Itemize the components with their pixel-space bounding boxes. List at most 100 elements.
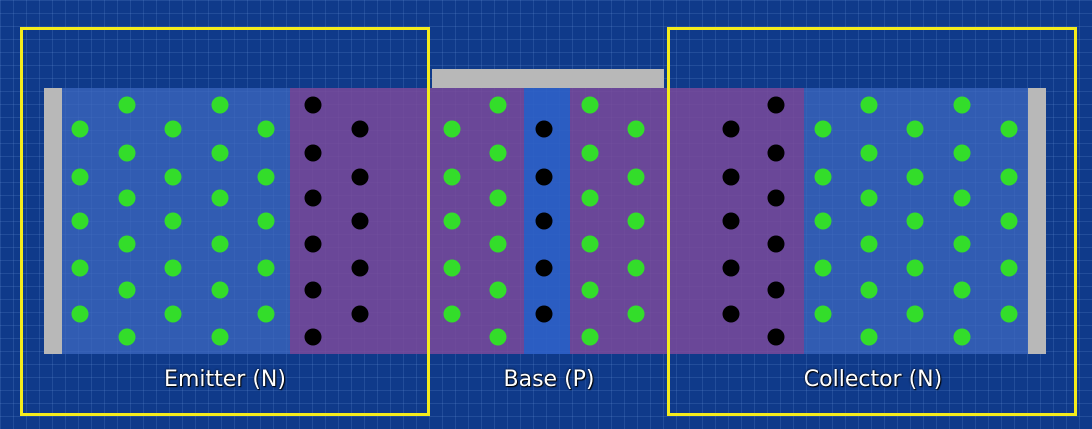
hole-dot (535, 168, 553, 186)
electron-dot (257, 212, 275, 230)
electron-dot (581, 189, 599, 207)
electron-dot (118, 189, 136, 207)
collector-label: Collector (N) (803, 367, 943, 392)
hole-dot (304, 189, 322, 207)
electron-dot (581, 235, 599, 253)
electron-dot (211, 235, 229, 253)
electron-dot (257, 168, 275, 186)
hole-dot (722, 212, 740, 230)
electron-dot (906, 212, 924, 230)
hole-dot (722, 120, 740, 138)
electron-dot (1000, 305, 1018, 323)
collector-contact (1028, 88, 1046, 354)
hole-dot (767, 189, 785, 207)
electron-dot (443, 305, 461, 323)
hole-dot (767, 96, 785, 114)
electron-dot (627, 305, 645, 323)
electron-dot (581, 328, 599, 346)
electron-dot (211, 281, 229, 299)
electron-dot (118, 96, 136, 114)
electron-dot (860, 328, 878, 346)
electron-dot (71, 259, 89, 277)
hole-dot (535, 212, 553, 230)
electron-dot (1000, 120, 1018, 138)
hole-dot (767, 144, 785, 162)
electron-dot (257, 305, 275, 323)
electron-dot (211, 328, 229, 346)
electron-dot (164, 120, 182, 138)
electron-dot (860, 96, 878, 114)
hole-dot (304, 144, 322, 162)
electron-dot (627, 259, 645, 277)
electron-dot (489, 189, 507, 207)
electron-dot (443, 120, 461, 138)
electron-dot (860, 189, 878, 207)
electron-dot (489, 235, 507, 253)
hole-dot (351, 305, 369, 323)
base-label: Base (P) (503, 367, 595, 392)
electron-dot (164, 259, 182, 277)
electron-dot (581, 281, 599, 299)
electron-dot (627, 168, 645, 186)
electron-dot (164, 212, 182, 230)
hole-dot (767, 281, 785, 299)
electron-dot (257, 259, 275, 277)
emitter-base-depletion-region (290, 88, 524, 354)
electron-dot (443, 212, 461, 230)
electron-dot (953, 144, 971, 162)
electron-dot (860, 281, 878, 299)
electron-dot (118, 235, 136, 253)
electron-dot (71, 120, 89, 138)
electron-dot (71, 168, 89, 186)
electron-dot (211, 144, 229, 162)
electron-dot (906, 305, 924, 323)
hole-dot (535, 120, 553, 138)
emitter-label: Emitter (N) (164, 367, 286, 392)
electron-dot (953, 235, 971, 253)
electron-dot (211, 96, 229, 114)
electron-dot (814, 305, 832, 323)
collector-frame (667, 27, 1077, 416)
electron-dot (164, 305, 182, 323)
emitter-contact (44, 88, 62, 354)
electron-dot (627, 120, 645, 138)
electron-dot (814, 212, 832, 230)
electron-dot (1000, 259, 1018, 277)
hole-dot (304, 96, 322, 114)
base-contact (432, 69, 664, 88)
electron-dot (1000, 212, 1018, 230)
hole-dot (767, 328, 785, 346)
electron-dot (581, 96, 599, 114)
electron-dot (164, 168, 182, 186)
electron-dot (489, 281, 507, 299)
electron-dot (814, 259, 832, 277)
electron-dot (489, 328, 507, 346)
electron-dot (906, 120, 924, 138)
electron-dot (953, 96, 971, 114)
carrier-dots (71, 96, 1018, 346)
hole-dot (351, 259, 369, 277)
electron-dot (953, 189, 971, 207)
hole-dot (304, 235, 322, 253)
base-collector-depletion-region (570, 88, 804, 354)
emitter-frame (20, 27, 430, 416)
electron-dot (953, 281, 971, 299)
electron-dot (627, 212, 645, 230)
electron-dot (581, 144, 599, 162)
hole-dot (535, 305, 553, 323)
electron-dot (118, 281, 136, 299)
electron-dot (814, 120, 832, 138)
electron-dot (860, 235, 878, 253)
electron-dot (906, 259, 924, 277)
hole-dot (722, 168, 740, 186)
electron-dot (118, 328, 136, 346)
electron-dot (1000, 168, 1018, 186)
electron-dot (860, 144, 878, 162)
hole-dot (351, 212, 369, 230)
electron-dot (257, 120, 275, 138)
hole-dot (767, 235, 785, 253)
hole-dot (351, 168, 369, 186)
electron-dot (118, 144, 136, 162)
hole-dot (535, 259, 553, 277)
